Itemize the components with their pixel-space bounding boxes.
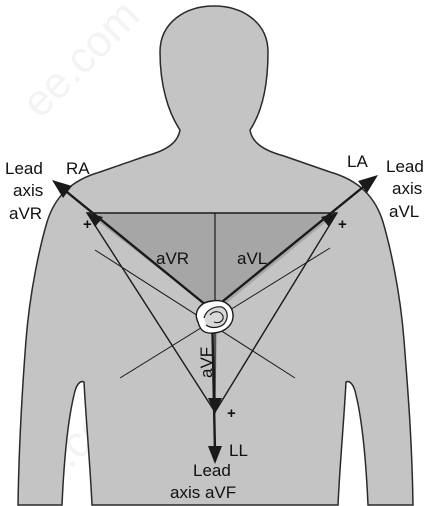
label-avl: aVL bbox=[237, 249, 267, 268]
label-lead-avl-line3: aVL bbox=[389, 202, 419, 221]
label-avf: aVF bbox=[197, 347, 216, 378]
label-ll: LL bbox=[229, 441, 248, 460]
plus-sign-ra: + bbox=[83, 216, 92, 233]
label-lead-avf-line2: axis aVF bbox=[170, 483, 236, 502]
heart-icon bbox=[196, 301, 233, 334]
label-ra: RA bbox=[66, 159, 90, 178]
label-lead-avl-line2: axis bbox=[392, 179, 422, 198]
label-lead-avr-line3: aVR bbox=[9, 204, 42, 223]
label-lead-avf-line1: Lead bbox=[193, 461, 231, 480]
label-avr: aVR bbox=[156, 249, 189, 268]
plus-sign-ll: + bbox=[227, 405, 236, 422]
svg-text:ee.com: ee.com bbox=[12, 0, 149, 127]
label-lead-avl-line1: Lead bbox=[386, 157, 424, 176]
label-la: LA bbox=[347, 152, 368, 171]
label-lead-avr-line1: Lead bbox=[5, 159, 43, 178]
label-lead-avr-line2: axis bbox=[13, 181, 43, 200]
plus-sign-la: + bbox=[338, 216, 347, 233]
